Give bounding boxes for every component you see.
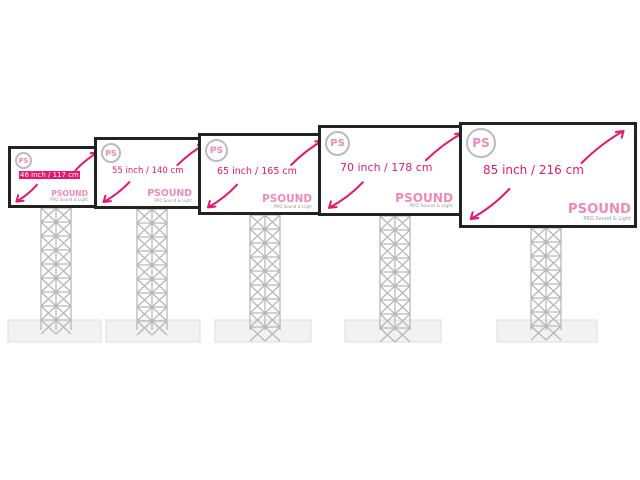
truss-column [379, 215, 411, 343]
stand-base [344, 319, 442, 343]
brand-name: PSOUND [147, 188, 192, 200]
brand-tagline: PRO Sound & Light [583, 215, 631, 222]
psound-logo-icon: PS [325, 131, 350, 156]
logo-text: PS [330, 138, 345, 149]
brand-tagline: PRO Sound & Light [409, 204, 453, 210]
brand-name: PSOUND [51, 188, 88, 198]
truss-column [136, 208, 168, 336]
screen-size-label: 55 inch / 140 cm [112, 165, 184, 176]
screen-size-label: 70 inch / 178 cm [340, 160, 433, 174]
truss-column [40, 207, 72, 335]
stand-base [105, 319, 201, 343]
screen-size-label: 85 inch / 216 cm [483, 163, 584, 178]
screen-size-label: 65 inch / 165 cm [217, 165, 297, 177]
stand-base [214, 319, 312, 343]
psound-logo-icon: PS [205, 139, 228, 162]
psound-logo-icon: PS [15, 152, 32, 169]
brand-tagline: PRO Sound & Light [50, 196, 88, 202]
truss-column [249, 214, 281, 342]
brand-name: PSOUND [262, 192, 312, 205]
diagonal-arrows-icon [469, 129, 625, 221]
brand-name: PSOUND [395, 191, 453, 206]
psound-logo-icon: PS [466, 128, 496, 158]
psound-logo-icon: PS [101, 143, 121, 163]
brand-tagline: PRO Sound & Light [154, 197, 192, 203]
stand-base [496, 319, 598, 343]
brand-name: PSOUND [567, 201, 631, 217]
truss-column [530, 227, 562, 341]
logo-text: PS [209, 145, 224, 156]
brand-tagline: PRO Sound & Light [274, 203, 312, 209]
logo-text: PS [105, 148, 117, 158]
logo-text: PS [472, 136, 490, 150]
stand-base [7, 319, 102, 343]
screen-size-label: 46 inch / 117 cm [19, 171, 80, 180]
logo-text: PS [18, 156, 29, 165]
